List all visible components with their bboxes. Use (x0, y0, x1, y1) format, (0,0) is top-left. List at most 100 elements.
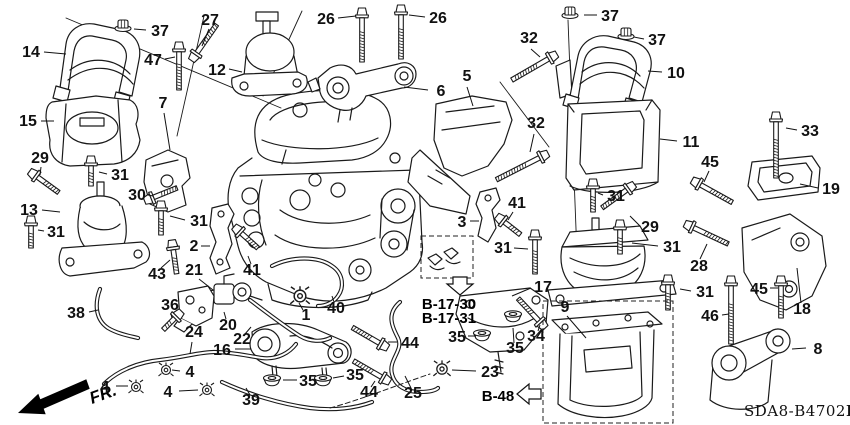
leader-line (796, 267, 802, 304)
leader-line (164, 56, 176, 60)
clamp-halves-reference (427, 247, 461, 271)
callout-39: 39 (242, 392, 260, 409)
callout-16: 16 (213, 342, 231, 359)
part-5-side-bracket (407, 95, 513, 215)
flange-bolt (773, 275, 789, 319)
callout-26: 26 (317, 11, 335, 28)
dashed-box-clamp-ref (420, 235, 474, 279)
dashed-box-bracket-ref (542, 300, 674, 424)
leader-line (147, 194, 154, 197)
leader-line (88, 309, 99, 313)
part-2-bracket (209, 203, 235, 275)
leader-line (530, 48, 541, 58)
hose-routing-dashed-line (329, 373, 431, 409)
flange-bolt (600, 180, 638, 211)
rubber-grommet (313, 374, 333, 387)
callout-17: 17 (534, 279, 552, 296)
part-13-front-mounting-rubber (58, 181, 151, 277)
ref-b-17-31: B-17-31 (422, 310, 476, 327)
callout-46: 46 (701, 308, 719, 325)
leader-line (659, 138, 678, 142)
callout-32: 32 (527, 115, 545, 132)
leader-line (228, 68, 243, 73)
flange-bolt (682, 219, 730, 247)
leader-line (507, 211, 514, 221)
callout-14: 14 (22, 44, 40, 61)
ref-b-48: B-48 (482, 388, 515, 405)
leader-line (223, 311, 227, 320)
flange-bolt (187, 22, 220, 64)
see-page-down-arrow-icon (445, 276, 475, 296)
callout-12: 12 (208, 62, 226, 79)
flange-bolt (153, 200, 169, 236)
leader-line (404, 375, 412, 389)
leader-line (566, 315, 587, 339)
callout-41: 41 (243, 262, 261, 279)
callout-25: 25 (404, 385, 422, 402)
leader-line (332, 375, 345, 379)
callout-7: 7 (159, 95, 168, 112)
hose-clip (158, 362, 174, 377)
callout-33: 33 (801, 123, 819, 140)
part-18-bracket (741, 213, 827, 311)
callout-13: 13 (20, 202, 38, 219)
callout-31: 31 (607, 188, 625, 205)
hose-40 (269, 256, 345, 309)
leader-line (337, 15, 357, 19)
flange-bolt (23, 215, 39, 249)
leader-line (245, 387, 251, 396)
leader-line (247, 255, 252, 265)
part-15-side-mounting-bracket (45, 95, 141, 167)
flange-bolt (493, 212, 523, 237)
flange-bolt (165, 239, 180, 275)
leader-line (699, 243, 708, 260)
callout-6: 6 (437, 83, 446, 100)
callout-29: 29 (641, 219, 659, 236)
flange-nut (617, 27, 635, 41)
callout-43: 43 (148, 266, 166, 283)
see-page-left-arrow-icon (516, 382, 542, 406)
callout-9: 9 (561, 299, 570, 316)
callout-21: 21 (185, 262, 203, 279)
flange-bolt (494, 149, 551, 183)
part-11-side-bracket (565, 99, 661, 193)
hose-24 (101, 341, 299, 387)
leader-line (529, 133, 535, 153)
flange-bolt (723, 275, 739, 345)
leader-line (298, 302, 304, 311)
callout-26: 26 (429, 10, 447, 27)
callout-31: 31 (663, 239, 681, 256)
callout-3: 3 (458, 214, 467, 231)
figure-code: SDA8-B4702B (744, 402, 850, 420)
leader-line (512, 327, 515, 344)
callout-35: 35 (506, 340, 524, 357)
callout-1: 1 (302, 307, 311, 324)
leader-line (244, 326, 252, 335)
callout-35: 35 (448, 329, 466, 346)
callout-11: 11 (683, 134, 700, 151)
leader-line (171, 369, 181, 372)
leader-line (331, 295, 335, 303)
leader-line (370, 380, 376, 388)
callout-45: 45 (750, 281, 768, 298)
leader-line (451, 369, 477, 372)
flange-bolt (612, 219, 628, 255)
callout-47: 47 (144, 52, 162, 69)
leader-line (133, 28, 147, 31)
flange-bolt (231, 223, 260, 251)
leader-line (201, 28, 210, 47)
callout-27: 27 (201, 12, 219, 29)
leader-line (799, 183, 819, 189)
leader-line (163, 112, 171, 151)
leader-line (41, 209, 61, 213)
fasteners (23, 4, 789, 397)
leader-line (721, 313, 730, 316)
rubber-grommet (472, 329, 492, 342)
callout-40: 40 (327, 300, 345, 317)
callout-23: 23 (481, 364, 499, 381)
callout-24: 24 (185, 324, 203, 341)
flange-bolt (660, 274, 676, 311)
callout-19: 19 (822, 181, 840, 198)
callout-36: 36 (161, 297, 179, 314)
